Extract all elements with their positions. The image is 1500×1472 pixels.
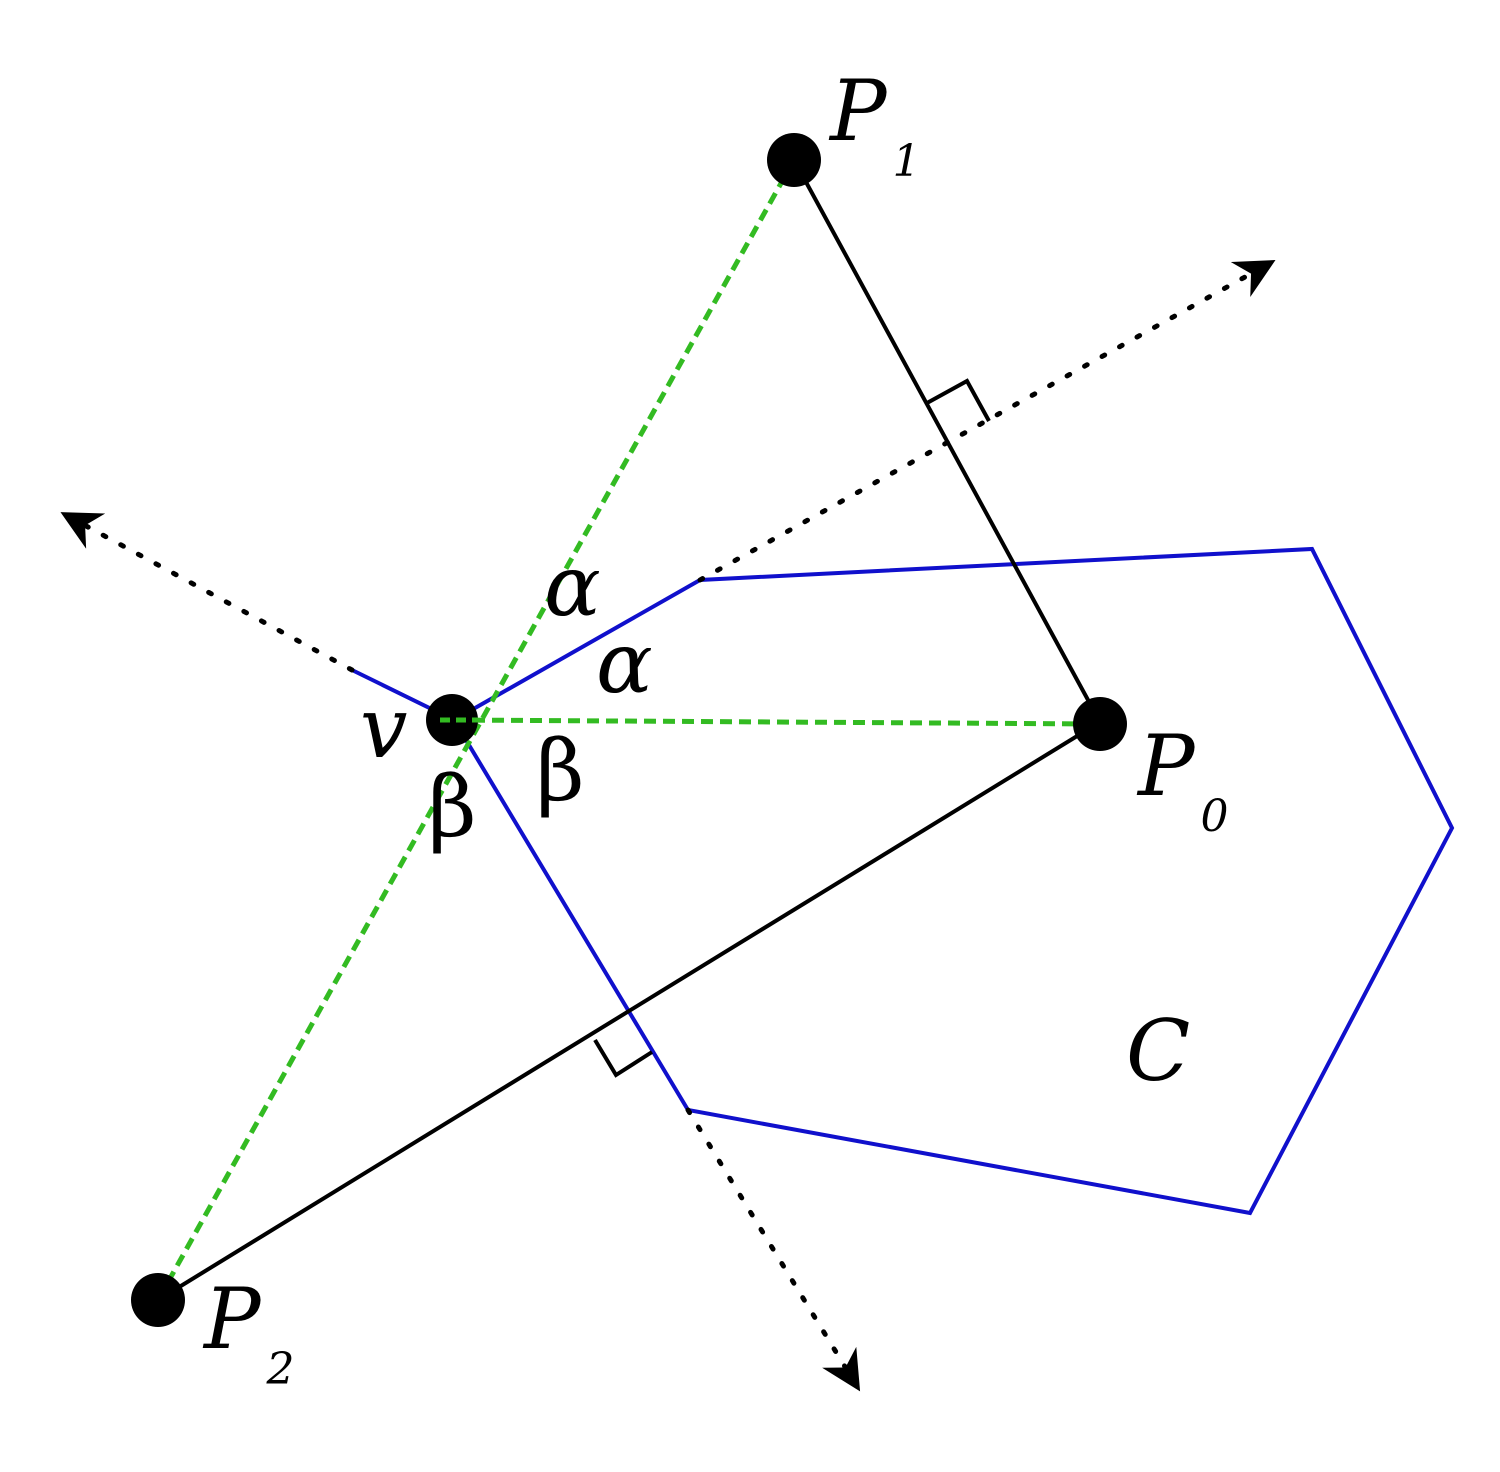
label-beta-left: β <box>428 758 477 856</box>
right-angle-marker-upper <box>926 378 991 422</box>
label-alpha-upper: α <box>544 537 601 635</box>
point-p0 <box>1073 697 1127 751</box>
label-alpha-lower: α <box>596 614 653 712</box>
segment-p2-p0 <box>156 720 1102 1302</box>
point-p1 <box>767 133 821 187</box>
bisector-ray-upper-right <box>697 259 1276 583</box>
bisector-ray-lower <box>685 1107 861 1392</box>
dashed-line-v-p0 <box>453 717 1101 727</box>
point-v <box>426 694 478 746</box>
label-region-c: C <box>1126 1002 1190 1100</box>
label-p2: P2 <box>202 1270 295 1395</box>
label-v: v <box>360 679 407 777</box>
region-c-boundary <box>351 546 1455 1216</box>
bisector-ray-upper-left <box>60 511 355 673</box>
right-angle-marker-lower <box>593 1038 654 1078</box>
point-p2 <box>131 1273 185 1327</box>
label-p0: P0 <box>1136 717 1229 842</box>
label-beta-right: β <box>536 722 585 820</box>
label-p1: P1 <box>828 62 921 187</box>
